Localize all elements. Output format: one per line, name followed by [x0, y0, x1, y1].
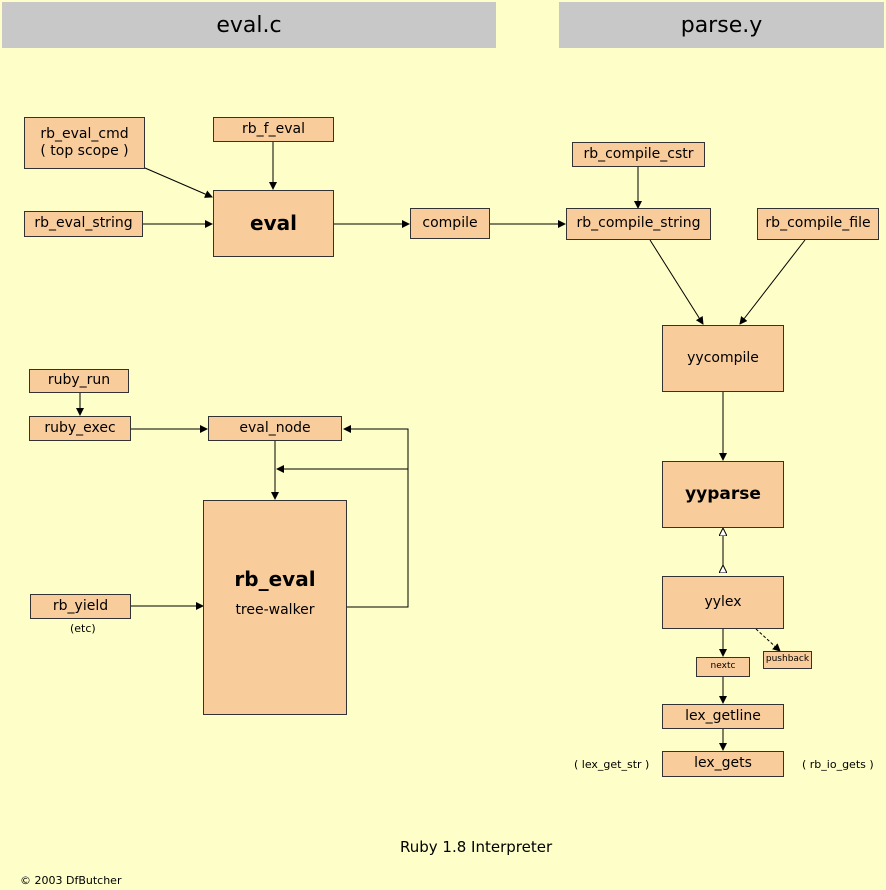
node-eval: eval	[213, 190, 334, 257]
node-eval-label: eval	[250, 211, 297, 235]
node-rb-eval-cmd: rb_eval_cmd ( top scope )	[24, 117, 145, 169]
node-lex-gets: lex_gets	[662, 751, 784, 777]
node-rb-compile-string: rb_compile_string	[566, 208, 711, 240]
edge-eval-cmd-to-eval	[144, 167, 213, 198]
note-rb-io-gets: ( rb_io_gets )	[802, 758, 874, 771]
node-nextc: nextc	[696, 657, 750, 677]
node-pushback: pushback	[763, 651, 812, 669]
edge-yylex-to-pushback	[755, 628, 781, 652]
node-yylex: yylex	[662, 576, 784, 629]
node-rb-eval: rb_eval tree-walker	[203, 500, 347, 715]
node-ruby-exec: ruby_exec	[29, 416, 131, 441]
node-yyparse-label: yyparse	[685, 483, 761, 504]
node-rb-f-eval: rb_f_eval	[213, 117, 334, 142]
copyright-notice: © 2003 DfButcher	[20, 874, 122, 887]
node-eval-node: eval_node	[208, 416, 342, 441]
header-parse-y: parse.y	[559, 2, 884, 48]
node-rb-compile-file: rb_compile_file	[757, 208, 879, 240]
node-compile: compile	[410, 208, 490, 239]
note-lex-get-str: ( lex_get_str )	[574, 758, 650, 771]
node-yyparse: yyparse	[662, 461, 784, 528]
node-rb-eval-cmd-label: rb_eval_cmd	[40, 125, 129, 142]
edge-compile-string-to-yycompile	[649, 239, 704, 325]
node-rb-compile-cstr: rb_compile_cstr	[572, 142, 705, 167]
node-ruby-run: ruby_run	[29, 369, 129, 393]
diagram-caption: Ruby 1.8 Interpreter	[400, 838, 553, 856]
note-etc: (etc)	[70, 622, 96, 635]
node-yycompile: yycompile	[662, 325, 784, 392]
node-rb-eval-label: rb_eval	[234, 567, 316, 591]
node-rb-eval-cmd-note: ( top scope )	[40, 143, 129, 159]
node-rb-yield: rb_yield	[30, 594, 131, 619]
node-rb-eval-string: rb_eval_string	[24, 211, 143, 237]
header-eval-c: eval.c	[2, 2, 496, 48]
node-lex-getline: lex_getline	[662, 704, 784, 729]
edge-compile-file-to-yycompile	[739, 239, 806, 325]
edge-rb-eval-loop-to-eval-node	[343, 425, 409, 608]
node-rb-eval-sub: tree-walker	[235, 602, 315, 618]
